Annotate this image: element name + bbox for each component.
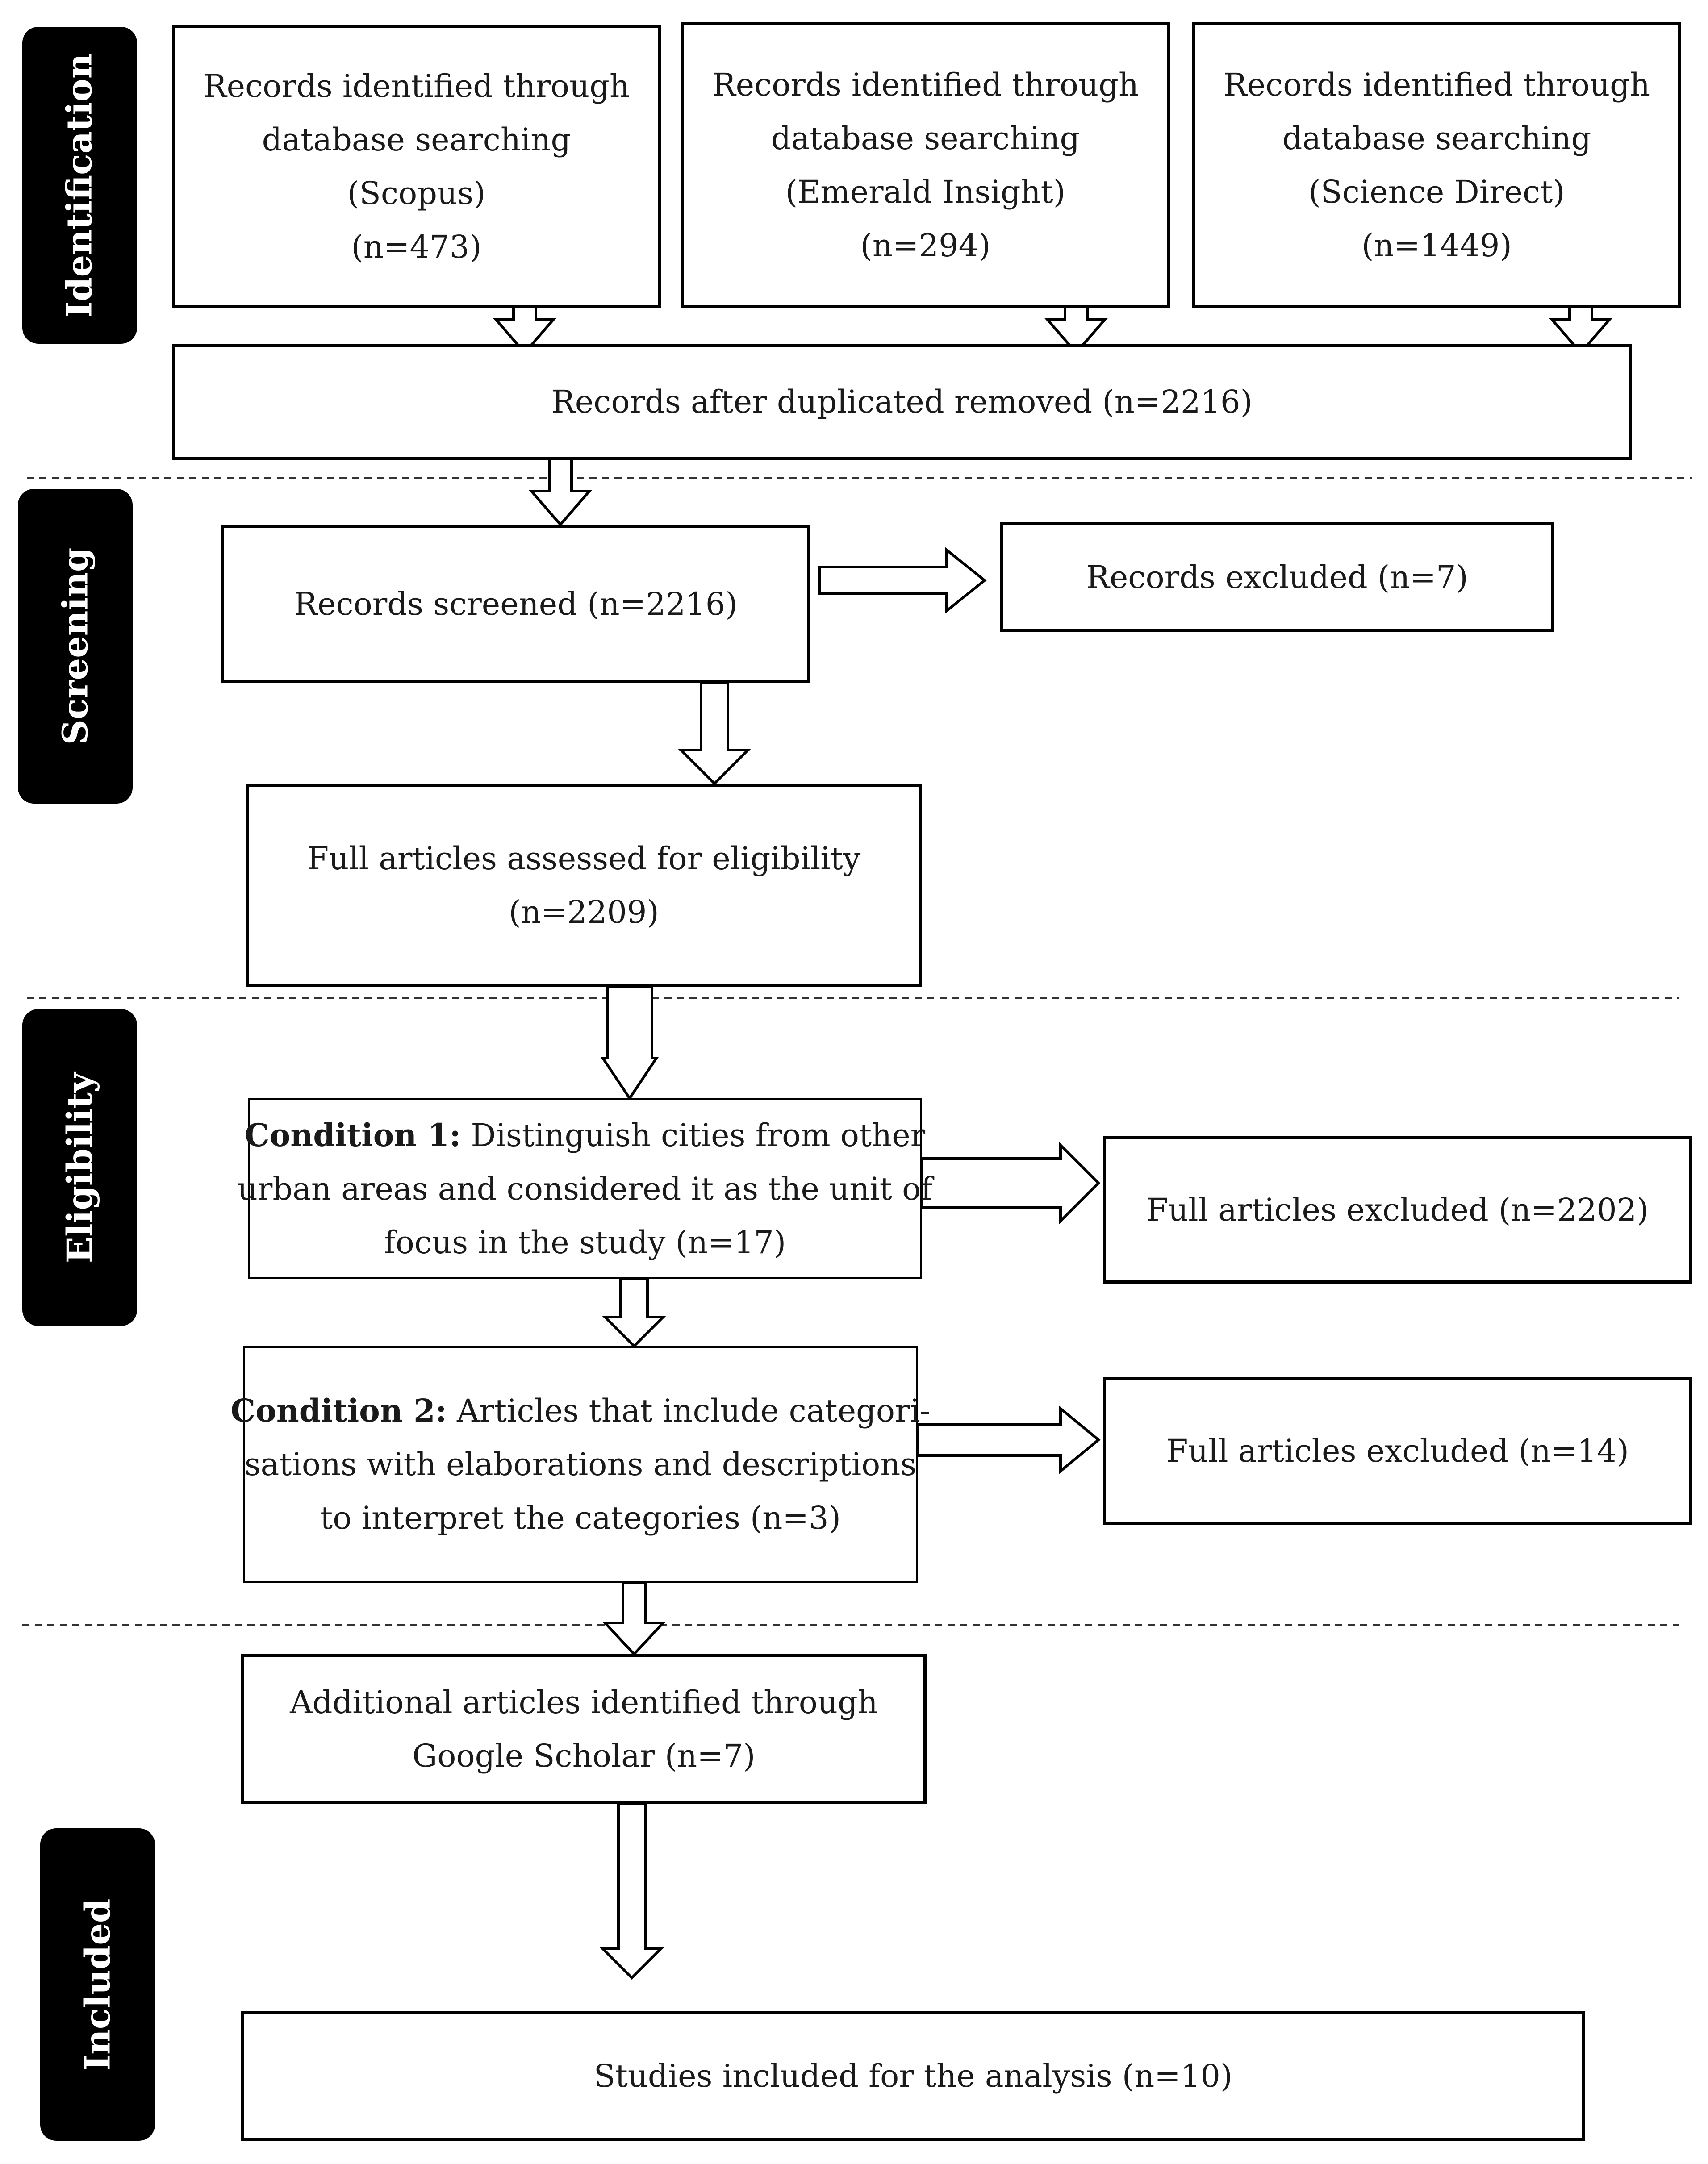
box-line: (n=1449) [1361, 227, 1512, 264]
box-line: Full articles excluded (n=14) [1166, 1433, 1629, 1469]
box-line: Records identified through [712, 67, 1139, 103]
box-studies-included: Studies included for the analysis (n=10) [241, 2011, 1585, 2141]
box-line: database searching [262, 121, 571, 158]
box-line: Additional articles identified through [290, 1684, 878, 1721]
condition1-text: Distinguish cities from other [461, 1117, 926, 1154]
box-line: (n=473) [351, 228, 482, 265]
box-line: Google Scholar (n=7) [412, 1737, 756, 1774]
condition2-text: Articles that include categori- [447, 1393, 931, 1429]
box-line: (n=294) [860, 227, 991, 264]
arrow-right-to-condition2-excluded [916, 1405, 1101, 1474]
arrow-down-to-condition1 [600, 985, 659, 1101]
box-line: focus in the study (n=17) [384, 1224, 786, 1261]
stage-label-screening: Screening [18, 489, 133, 804]
condition2-label: Condition 2: [230, 1392, 447, 1429]
box-condition1-excluded: Full articles excluded (n=2202) [1103, 1136, 1692, 1284]
box-line: (Emerald Insight) [785, 174, 1066, 210]
box-records-screened: Records screened (n=2216) [221, 525, 810, 683]
stage-label-identification: Identification [22, 27, 137, 344]
box-condition2-excluded: Full articles excluded (n=14) [1103, 1377, 1692, 1525]
box-line: Records identified through [203, 67, 630, 104]
stage-label-eligibility: Eligibility [22, 1009, 137, 1326]
box-scopus-records: Records identified through database sear… [172, 25, 661, 308]
arrow-down-to-full-articles [677, 682, 752, 786]
condition1-label: Condition 1: [244, 1116, 461, 1154]
box-line: Records after duplicated removed (n=2216… [551, 384, 1253, 420]
arrow-down-to-included [599, 1802, 664, 1980]
arrow-down-to-screened [528, 456, 593, 527]
stage-label-included: Included [40, 1828, 155, 2141]
box-additional-articles: Additional articles identified through G… [241, 1654, 927, 1804]
box-emerald-records: Records identified through database sear… [681, 22, 1170, 308]
box-line: Condition 1: Distinguish cities from oth… [245, 1109, 925, 1162]
box-line: Condition 2: Articles that include categ… [230, 1384, 930, 1438]
box-science-direct-records: Records identified through database sear… [1192, 22, 1681, 308]
box-line: urban areas and considered it as the uni… [237, 1170, 933, 1207]
box-line: Full articles excluded (n=2202) [1146, 1192, 1649, 1228]
box-line: sations with elaborations and descriptio… [244, 1446, 917, 1483]
box-condition-1: Condition 1: Distinguish cities from oth… [238, 1098, 932, 1279]
box-line: (Science Direct) [1308, 174, 1565, 210]
arrow-down-to-additional [602, 1581, 666, 1656]
box-records-excluded: Records excluded (n=7) [1000, 522, 1554, 632]
arrow-right-to-condition1-excluded [921, 1142, 1101, 1225]
box-condition-2: Condition 2: Articles that include categ… [230, 1346, 931, 1583]
box-line: to interpret the categories (n=3) [320, 1500, 841, 1536]
box-line: Records screened (n=2216) [294, 585, 738, 622]
box-line: (Scopus) [347, 175, 486, 212]
box-line: (n=2209) [509, 893, 659, 930]
arrow-right-to-records-excluded [818, 547, 987, 614]
box-line: Full articles assessed for eligibility [307, 840, 861, 877]
box-line: database searching [1282, 120, 1591, 157]
box-line: Studies included for the analysis (n=10) [593, 2058, 1233, 2094]
box-line: database searching [771, 120, 1080, 157]
box-records-after-duplicates: Records after duplicated removed (n=2216… [172, 344, 1632, 460]
box-full-articles-assessed: Full articles assessed for eligibility (… [246, 784, 922, 987]
box-line: Records identified through [1223, 67, 1650, 103]
box-line: Records excluded (n=7) [1086, 559, 1468, 596]
arrow-down-to-condition2 [601, 1278, 667, 1348]
